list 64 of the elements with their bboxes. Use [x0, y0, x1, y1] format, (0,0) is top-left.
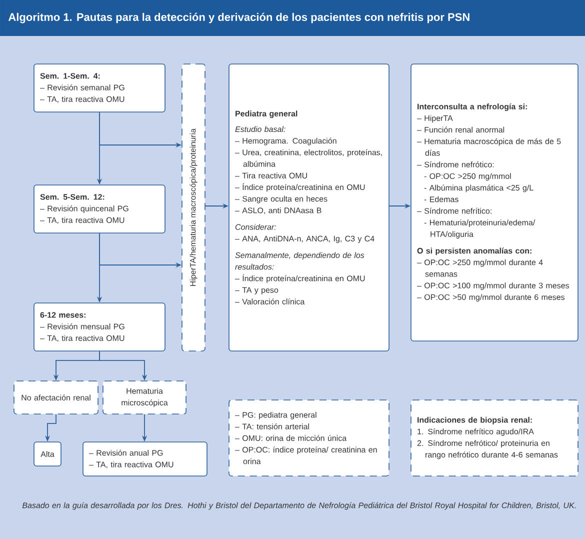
box-heading: Interconsulta a nefrología si: — [418, 103, 527, 111]
process-box — [34, 64, 166, 112]
list-item: – Urea, creatinina, electrolitos, proteínas, albúmina — [235, 149, 382, 167]
list-item: – Función renal anormal — [417, 126, 504, 133]
list-item: – HiperTA — [417, 115, 453, 123]
list-item: – Índice proteína/creatinina en OMU — [235, 274, 365, 283]
list-item: – TA, tira reactiva OMU — [40, 96, 124, 103]
list-item: - Edemas — [424, 196, 458, 202]
box-heading: Indicaciones de biopsia renal: — [418, 416, 532, 424]
box-label: Hematuria microscópica — [122, 388, 168, 408]
box-heading: Pediatra general — [236, 110, 298, 118]
list-item: – TA y peso — [235, 287, 278, 294]
list-item: – Valoración clínica — [235, 298, 305, 304]
list-item: – Síndrome nefrótico: — [417, 161, 494, 168]
list-item: – Tira reactiva OMU — [235, 172, 307, 178]
list-item: – PG: pediatra general — [235, 412, 316, 420]
list-item: - Hematuria/proteinuria/edema/ HTA/oliguria — [424, 220, 536, 239]
title: Algoritmo 1. Pautas para la detección y derivación de los pacientes con nefritis por PSN — [8, 12, 470, 24]
list-item: – Revisión anual PG — [89, 450, 163, 456]
list-item: – ANA, AntiDNA-n, ANCA, Ig, C3 y C4 — [235, 236, 374, 244]
list-item: – TA, tira reactiva OMU — [40, 217, 124, 224]
box-label: Alta — [40, 451, 54, 457]
dashed-box — [14, 380, 98, 414]
process-box — [228, 64, 390, 352]
process-box — [82, 442, 208, 476]
list-item: – Síndrome nefrítico: — [417, 208, 492, 214]
list-item: – Hemograma. Coagulación — [235, 138, 336, 146]
list-item: - Albúmina plasmática <25 g/L — [424, 184, 534, 192]
dashed-band — [182, 64, 206, 352]
process-box — [34, 442, 62, 466]
list-item: – OP:OC: índice proteína/ creatinina en orina — [235, 446, 377, 464]
list-item: – TA, tira reactiva OMU — [40, 335, 124, 342]
list-item: – OP:OC >100 mg/mmol durante 3 meses — [417, 282, 569, 290]
list-item: – Sangre oculta en heces — [235, 196, 328, 204]
list-item: – Revisión semanal PG — [40, 84, 124, 90]
section-heading: Semanalmente, dependiendo de los resultados: — [235, 252, 364, 270]
list-item: 2. Síndrome nefrótico/ proteinuria en rango nefrótico durante 4-6 semanas — [417, 440, 558, 460]
box-heading: Sem. 1-Sem. 4: — [40, 73, 100, 79]
band-label: HiperTA/hematuria macroscópica/proteinuria — [190, 128, 198, 286]
list-item: – TA, tira reactiva OMU — [89, 461, 174, 468]
list-item: – OP:OC >50 mg/mmol durante 6 meses — [417, 294, 565, 302]
box-heading: O si persisten anomalías con: — [417, 248, 532, 256]
caption: Basado en la guía desarrollada por los Dres. Hothi y Bristol del Departamento de Nefrología Pediátrica del Bristol Royal Hospital for Children, Bristol, UK. — [22, 502, 576, 510]
dashed-box — [410, 400, 578, 476]
list-item: – OMU: orina de micción única — [235, 434, 347, 441]
list-item: – Índice proteína/creatinina en OMU — [235, 183, 365, 192]
list-item: – Hematuria macroscópica de más de 5 días — [417, 138, 561, 156]
dashed-box — [102, 380, 186, 414]
box-heading: Sem. 5-Sem. 12: — [40, 194, 104, 200]
process-box — [34, 302, 166, 352]
process-box — [34, 184, 166, 234]
list-item: 1. Síndrome nefrítico agudo/IRA — [418, 428, 534, 436]
process-box — [410, 64, 578, 342]
list-item: – Revisión quincenal PG — [40, 205, 128, 213]
box-label: No afectación renal — [22, 394, 90, 400]
list-item: – TA: tensión arterial — [235, 423, 309, 430]
list-item: – ASLO, anti DNAasa B — [235, 207, 322, 214]
section-heading: Estudio basal: — [235, 126, 286, 132]
box-heading: 6-12 meses: — [40, 312, 86, 318]
dashed-box — [228, 400, 390, 476]
list-item: – OP:OC >250 mg/mmol durante 4 semanas — [417, 259, 543, 277]
list-item: – Revisión mensual PG — [40, 323, 124, 330]
section-heading: Considerar: — [235, 224, 276, 230]
list-item: - OP:OC >250 mg/mmol — [424, 173, 511, 181]
